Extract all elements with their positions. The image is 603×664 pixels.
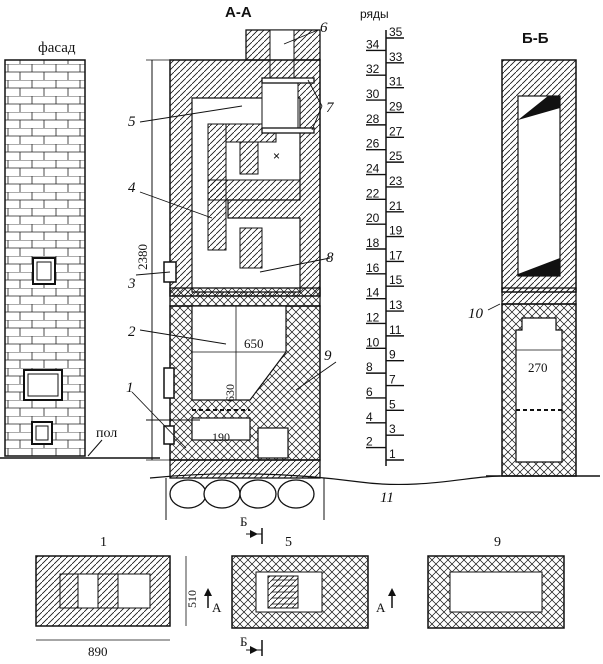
row-label: 11 xyxy=(389,323,402,337)
section-aa-view: А-А × xyxy=(126,4,337,520)
row-label: 18 xyxy=(366,236,380,250)
callout-6: 6 xyxy=(320,20,328,36)
row-label: 4 xyxy=(366,410,373,424)
callout-9: 9 xyxy=(324,348,332,364)
callout-7: 7 xyxy=(326,100,335,116)
row-label: 17 xyxy=(389,248,403,262)
callout-2: 2 xyxy=(128,324,136,340)
facade-view: фасад пол xyxy=(0,40,160,459)
rows-scale: ряды 34323028262422201816141210864235333… xyxy=(360,7,404,466)
floor-label: пол xyxy=(96,426,117,441)
section-bb-title: Б-Б xyxy=(522,30,549,47)
row-label: 19 xyxy=(389,224,403,238)
dim-890: 890 xyxy=(88,644,108,659)
row-label: 32 xyxy=(366,62,380,76)
callout-8: 8 xyxy=(326,250,334,266)
facade-title: фасад xyxy=(38,40,76,56)
ash-door-section xyxy=(163,425,175,445)
ash-door xyxy=(31,421,53,445)
cleanout-door xyxy=(32,257,56,285)
row-label: 14 xyxy=(366,286,380,300)
row-label: 33 xyxy=(389,50,403,64)
plan-9-title: 9 xyxy=(494,535,501,550)
callout-3: 3 xyxy=(127,276,136,292)
row-label: 8 xyxy=(366,360,373,374)
row-label: 2 xyxy=(366,435,373,449)
row-label: 23 xyxy=(389,174,403,188)
row-label: 30 xyxy=(366,87,380,101)
row-label: 22 xyxy=(366,186,380,200)
foundation-slab xyxy=(169,459,321,479)
row-label: 12 xyxy=(366,310,380,324)
plan-1-title: 1 xyxy=(100,535,107,550)
row-label: 10 xyxy=(366,335,380,349)
row-label: 9 xyxy=(389,348,396,362)
row-label: 7 xyxy=(389,373,396,387)
ground-line xyxy=(149,473,501,486)
row-label: 15 xyxy=(389,273,403,287)
firebox xyxy=(191,305,287,401)
cut-b-bottom: Б xyxy=(240,634,247,649)
svg-text:×: × xyxy=(273,149,280,163)
callout-4: 4 xyxy=(128,180,136,196)
dim-190: 190 xyxy=(212,430,230,444)
plan-5-title: 5 xyxy=(285,535,292,550)
fire-door xyxy=(23,369,63,401)
row-label: 25 xyxy=(389,149,403,163)
row-label: 34 xyxy=(366,37,380,51)
row-label: 28 xyxy=(366,112,380,126)
cut-a-right: А xyxy=(376,600,386,615)
plans: 1 890 510 5 9 А А Б xyxy=(35,514,565,659)
row-label: 3 xyxy=(389,422,396,436)
callout-10: 10 xyxy=(468,306,484,322)
row-label: 35 xyxy=(389,25,403,39)
callout-5: 5 xyxy=(128,114,136,130)
row-label: 5 xyxy=(389,397,396,411)
row-label: 31 xyxy=(389,75,403,89)
dim-height: 2380 xyxy=(135,244,150,270)
row-label: 16 xyxy=(366,261,380,275)
foundation-stones xyxy=(169,479,315,509)
dim-630: 630 xyxy=(223,384,237,402)
row-label: 20 xyxy=(366,211,380,225)
cut-b-top: Б xyxy=(240,514,247,529)
row-label: 13 xyxy=(389,298,403,312)
callout-11: 11 xyxy=(380,490,394,506)
valve-lower xyxy=(261,127,315,134)
rows-title: ряды xyxy=(360,7,389,21)
section-aa-title: А-А xyxy=(225,4,252,21)
dim-270: 270 xyxy=(528,360,548,375)
callout-1: 1 xyxy=(126,380,134,396)
row-label: 6 xyxy=(366,385,373,399)
row-label: 21 xyxy=(389,199,403,213)
row-label: 26 xyxy=(366,137,380,151)
dim-510: 510 xyxy=(185,590,199,608)
firebox-cover xyxy=(169,287,321,307)
row-label: 27 xyxy=(389,124,403,138)
section-bb-view: Б-Б 270 10 xyxy=(468,30,600,477)
dim-650: 650 xyxy=(244,336,264,351)
valve-upper xyxy=(261,77,315,84)
row-label: 1 xyxy=(389,447,396,461)
cut-a-left: А xyxy=(212,600,222,615)
row-label: 24 xyxy=(366,162,380,176)
fire-door-section xyxy=(163,367,175,399)
row-label: 29 xyxy=(389,99,403,113)
